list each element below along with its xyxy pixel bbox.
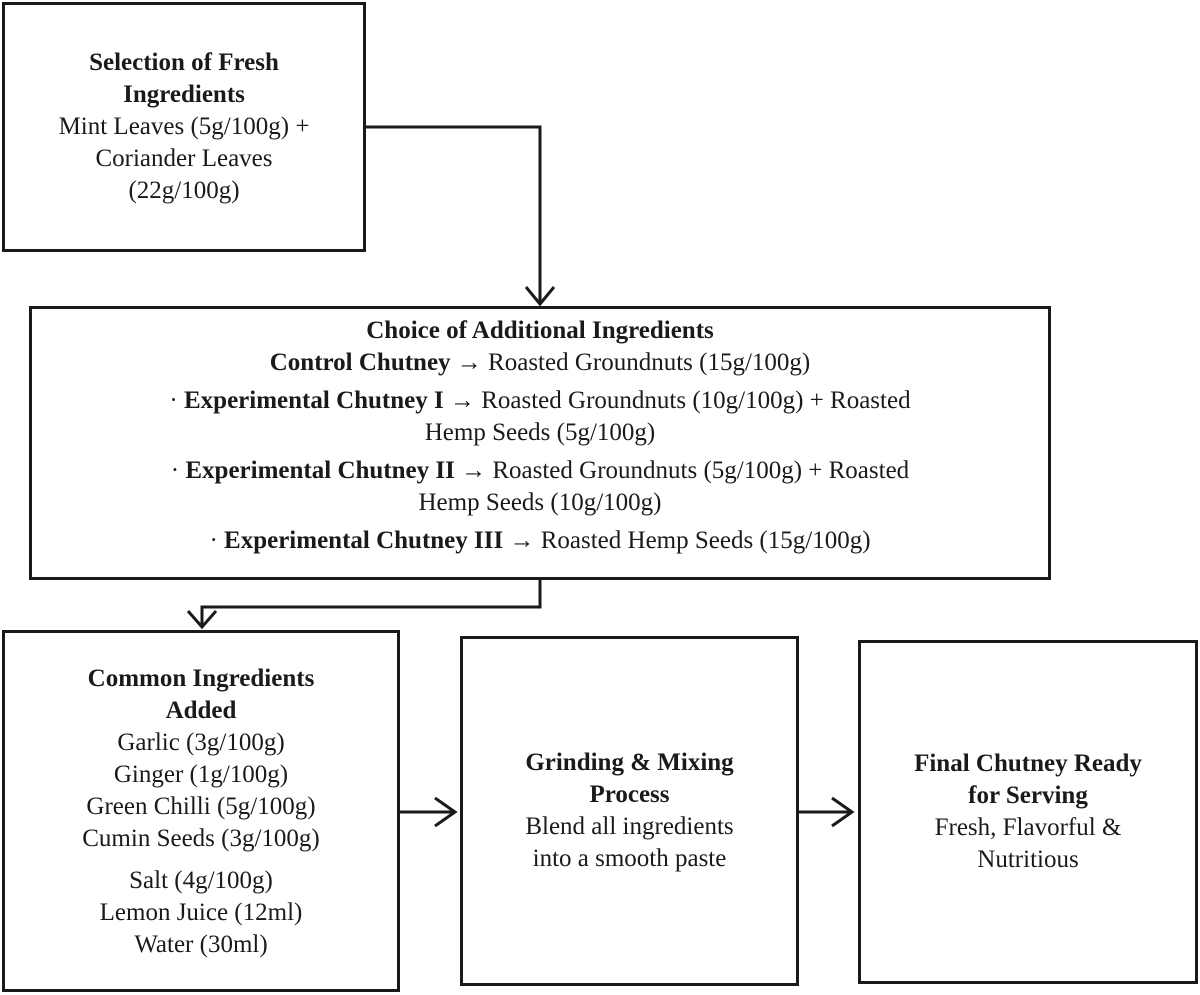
common-title-line-1: Common Ingredients xyxy=(87,665,315,692)
arrowhead-grind-to-final xyxy=(831,796,855,828)
fresh-line-3: (22g/100g) xyxy=(128,177,240,204)
arrowhead-fresh-to-choice xyxy=(524,286,556,307)
experimental-chutney-1-row: · Experimental Chutney I → Roasted Groun… xyxy=(169,385,910,417)
experimental-chutney-3-row: · Experimental Chutney III → Roasted Hem… xyxy=(209,525,870,557)
exp2-arrow: → xyxy=(461,457,487,484)
common-ingredient-lemon-juice: Lemon Juice (12ml) xyxy=(99,899,303,926)
exp3-label: Experimental Chutney III xyxy=(224,527,504,554)
fresh-title-line-1: Selection of Fresh xyxy=(89,49,279,76)
control-chutney-text: Roasted Groundnuts (15g/100g) xyxy=(488,349,811,376)
common-ingredient-water: Water (30ml) xyxy=(134,931,268,958)
fresh-line-1: Mint Leaves (5g/100g) + xyxy=(58,113,310,140)
exp3-text: Roasted Hemp Seeds (15g/100g) xyxy=(540,527,871,554)
additional-ingredients-box: Choice of Additional Ingredients Control… xyxy=(29,306,1051,580)
fresh-ingredients-box: Selection of Fresh Ingredients Mint Leav… xyxy=(2,2,366,252)
common-ingredient-green-chilli: Green Chilli (5g/100g) xyxy=(86,793,316,820)
choice-title: Choice of Additional Ingredients xyxy=(366,317,714,344)
final-title-line-2: for Serving xyxy=(968,782,1088,809)
final-title-line-1: Final Chutney Ready xyxy=(914,750,1142,777)
grind-line-1: Blend all ingredients xyxy=(525,813,734,840)
final-line-2: Nutritious xyxy=(977,846,1079,873)
fresh-title-line-2: Ingredients xyxy=(123,81,245,108)
exp2-label: Experimental Chutney II xyxy=(185,457,455,484)
control-chutney-label: Control Chutney xyxy=(269,349,451,376)
experimental-chutney-2-row: · Experimental Chutney II → Roasted Grou… xyxy=(171,455,909,487)
exp2-bullet: · xyxy=(170,457,180,484)
connector-fresh-to-choice xyxy=(366,125,542,304)
exp3-bullet: · xyxy=(209,527,218,554)
common-title-line-2: Added xyxy=(165,697,237,724)
control-chutney-row: Control Chutney → Roasted Groundnuts (15… xyxy=(270,347,811,379)
final-line-1: Fresh, Flavorful & xyxy=(934,814,1122,841)
exp1-bullet: · xyxy=(169,387,178,414)
fresh-line-2: Coriander Leaves xyxy=(95,145,273,172)
exp2-text-2: Hemp Seeds (10g/100g) xyxy=(418,489,662,516)
exp1-label: Experimental Chutney I xyxy=(184,387,444,414)
connector-choice-to-common xyxy=(200,580,542,627)
exp1-arrow: → xyxy=(449,387,475,414)
arrowhead-choice-to-common xyxy=(186,610,218,630)
common-ingredient-ginger: Ginger (1g/100g) xyxy=(113,761,289,788)
exp1-text-1: Roasted Groundnuts (10g/100g) + Roasted xyxy=(481,387,911,414)
arrowhead-common-to-grind xyxy=(434,796,458,828)
grind-title-line-2: Process xyxy=(589,781,670,808)
common-ingredient-cumin: Cumin Seeds (3g/100g) xyxy=(82,825,320,852)
common-ingredient-salt: Salt (4g/100g) xyxy=(129,867,273,894)
grind-title-line-1: Grinding & Mixing xyxy=(525,749,734,776)
control-arrow: → xyxy=(456,349,482,376)
common-ingredients-box: Common Ingredients Added Garlic (3g/100g… xyxy=(2,630,400,992)
common-ingredient-garlic: Garlic (3g/100g) xyxy=(117,729,285,756)
grind-line-2: into a smooth paste xyxy=(532,845,727,872)
exp3-arrow: → xyxy=(509,527,535,554)
exp1-text-2: Hemp Seeds (5g/100g) xyxy=(424,419,656,446)
exp2-text-1: Roasted Groundnuts (5g/100g) + Roasted xyxy=(492,457,910,484)
final-chutney-box: Final Chutney Ready for Serving Fresh, F… xyxy=(858,640,1198,984)
grinding-mixing-box: Grinding & Mixing Process Blend all ingr… xyxy=(460,636,799,986)
